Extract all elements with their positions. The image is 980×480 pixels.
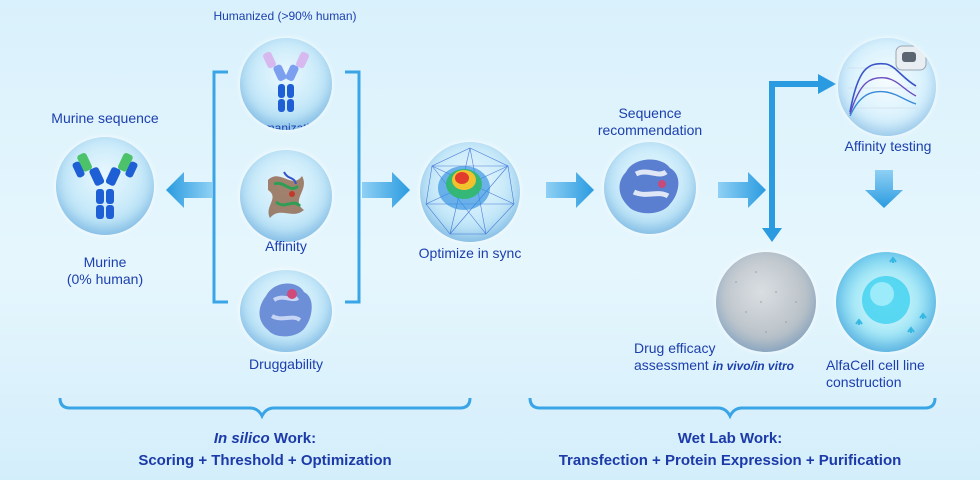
- insilico-subtitle: Scoring + Threshold + Optimization: [138, 452, 392, 469]
- protein-structure-icon: [268, 171, 304, 218]
- affinity-circle: [240, 150, 332, 242]
- humanized-antibody-icon: [263, 51, 309, 112]
- druggability-label: Druggability: [249, 356, 323, 372]
- cell-icon: [855, 256, 927, 333]
- optimize-circle: [420, 142, 520, 242]
- wetlab-title: Wet Lab Work:: [677, 430, 783, 447]
- insilico-title: In silico Work:: [90, 428, 440, 449]
- affinity-label: Affinity: [265, 238, 307, 254]
- alfacell-circle: [836, 252, 936, 352]
- arrow-to-affinity-testing: [818, 74, 836, 94]
- humanization-label: Humanization: [249, 121, 323, 130]
- microscopy-texture-icon: [735, 271, 797, 333]
- arrow-to-branch: [718, 172, 766, 208]
- binding-curve-icon: [848, 45, 927, 117]
- affinity-testing-label: Affinity testing: [844, 138, 932, 154]
- drug-efficacy-italic: in vivo/in vitro: [712, 359, 794, 373]
- insilico-brace: [58, 397, 472, 420]
- left-bracket: [212, 70, 228, 304]
- arrow-to-sequence: [546, 172, 594, 208]
- wetlab-subtitle: Transfection + Protein Expression + Puri…: [558, 452, 902, 469]
- drug-efficacy-text1: Drug efficacy: [634, 340, 716, 356]
- arrow-down-to-alfacell: [865, 170, 903, 208]
- protein-surface-icon: [619, 159, 679, 214]
- drug-efficacy-label-line1: Drug efficacy: [634, 340, 744, 357]
- murine-circle: [56, 137, 154, 235]
- branch-up-line: [769, 81, 822, 232]
- druggability-circle: [240, 270, 332, 352]
- protein-surface-icon: [259, 283, 312, 337]
- murine-label-line1: Murine: [83, 254, 127, 270]
- wetlab-brace: [528, 397, 937, 420]
- arrow-to-optimize: [362, 172, 410, 208]
- right-bracket: [345, 70, 361, 304]
- drug-efficacy-label-line2: assessment in vivo/in vitro: [634, 357, 804, 375]
- humanization-circle: Humanization: [240, 38, 332, 130]
- sequence-label-line1: Sequence: [618, 105, 682, 121]
- arrow-left-to-murine: [166, 172, 212, 208]
- drug-efficacy-circle: [716, 252, 816, 352]
- sequence-circle: [604, 142, 696, 234]
- alfacell-label-line1: AlfaCell cell line: [826, 357, 925, 373]
- arrow-down-branch: [762, 228, 782, 242]
- alfacell-label-line2: construction: [826, 374, 902, 390]
- affinity-testing-circle: [838, 38, 936, 136]
- sequence-label-line2: recommendation: [597, 122, 703, 138]
- insilico-italic: In silico: [213, 430, 270, 447]
- optimization-network-icon: [425, 147, 515, 235]
- murine-label-line2: (0% human): [66, 271, 144, 287]
- drug-efficacy-text2: assessment: [634, 357, 709, 373]
- insilico-rest: Work:: [269, 430, 317, 447]
- murine-sequence-label: Murine sequence: [51, 110, 159, 126]
- humanized-label: Humanized (>90% human): [213, 9, 357, 23]
- murine-antibody-icon: [72, 153, 138, 219]
- optimize-label: Optimize in sync: [418, 245, 522, 261]
